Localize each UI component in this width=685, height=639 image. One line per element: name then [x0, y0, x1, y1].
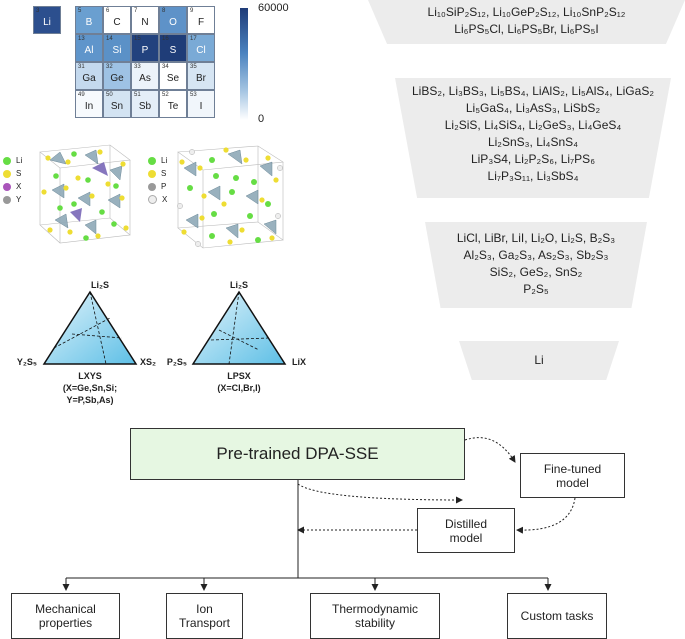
lpsx-name: LPSX — [227, 371, 251, 381]
lxys-ternary-triangle — [42, 290, 138, 365]
pretrained-model-box: Pre-trained DPA-SSE — [130, 428, 465, 480]
lpsx-top-label: Li₂S — [230, 280, 248, 290]
lpsx-ternary-triangle — [191, 290, 287, 365]
output-thermodynamic-stability: Thermodynamic stability — [310, 593, 440, 639]
pretrained-model-label: Pre-trained DPA-SSE — [216, 444, 379, 463]
colorbar-max-label: 60000 — [258, 2, 289, 14]
lxys-crystal-structure — [39, 144, 131, 244]
distilled-model-box: Distilled model — [417, 508, 515, 553]
lpsx-crystal-structure — [177, 145, 284, 249]
output-mechanical-properties: Mechanical properties — [11, 593, 120, 639]
lxys-right-label: XS₂ — [139, 357, 156, 367]
funnel-band-4: Li — [459, 341, 619, 380]
output-ion-transport: Ion Transport — [166, 593, 243, 639]
lpsx-subtitle-1: (X=Cl,Br,I) — [217, 383, 261, 393]
finetuned-model-box: Fine-tuned model — [520, 453, 625, 498]
colorbar-min-label: 0 — [258, 113, 265, 125]
lxys-subtitle-1: (X=Ge,Sn,Si; — [62, 383, 118, 393]
lxys-top-label: Li₂S — [91, 280, 109, 290]
colorbar — [240, 8, 248, 120]
lpsx-right-label: LiX — [291, 357, 306, 367]
legend-lpsx: Li S P X — [148, 154, 167, 206]
lxys-left-label: Y₂S₅ — [16, 357, 38, 367]
legend-lxys: Li S X Y — [3, 154, 22, 206]
funnel-band-2: LiBS₂, Li₃BS₃, Li₅BS₄, LiAlS₂, Li₅AlS₄, … — [395, 78, 671, 198]
output-custom-tasks: Custom tasks — [507, 593, 607, 639]
lpsx-left-label: P₂S₅ — [166, 357, 188, 367]
lxys-subtitle-2: Y=P,Sb,As) — [66, 395, 114, 405]
lxys-name: LXYS — [78, 371, 102, 381]
